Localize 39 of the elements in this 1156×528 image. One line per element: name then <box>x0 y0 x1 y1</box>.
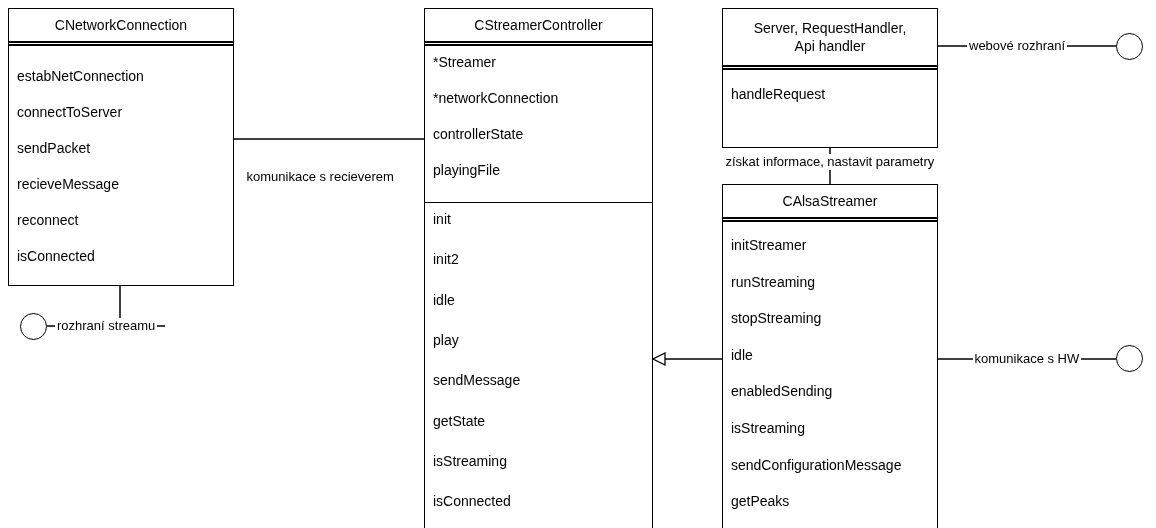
class-member: handleRequest <box>731 85 826 103</box>
class-member: *Streamer <box>433 53 497 71</box>
class-member: getState <box>433 411 486 430</box>
class-member: init2 <box>433 250 459 269</box>
class-member: runStreaming <box>731 272 816 291</box>
class-member: getPeaks <box>731 492 790 511</box>
class-member: playingFile <box>433 161 500 179</box>
class-member: isConnected <box>433 492 511 511</box>
class-member: sendMessage <box>433 371 521 390</box>
class-member: isStreaming <box>731 419 805 437</box>
class-member: connectToServer <box>17 103 123 121</box>
class-member: idle <box>731 345 753 364</box>
class-box <box>722 8 938 148</box>
class-member: estabNetConnection <box>17 67 144 85</box>
class-member: controllerState <box>433 125 524 143</box>
class-member: recieveMessage <box>17 175 119 193</box>
class-member: sendConfigurationMessage <box>731 455 902 474</box>
generalization-arrow <box>652 352 723 366</box>
class-member: isConnected <box>17 247 95 265</box>
class-member: init <box>433 210 451 228</box>
class-member: isStreaming <box>433 451 507 470</box>
interface-circle <box>20 313 47 340</box>
interface-circle <box>1116 345 1143 372</box>
class-name: Server, RequestHandler, Api handler <box>752 19 908 55</box>
class-member: stopStreaming <box>731 309 822 328</box>
class-member: enabledSending <box>731 382 833 401</box>
interface-circle <box>1116 33 1143 60</box>
class-member: reconnect <box>17 211 79 229</box>
class-name: CNetworkConnection <box>53 16 189 34</box>
class-member: play <box>433 330 459 349</box>
class-member: initStreamer <box>731 236 807 254</box>
class-member: *networkConnection <box>433 89 559 107</box>
connector-line <box>233 138 425 140</box>
class-box <box>424 8 653 528</box>
class-name: CAlsaStreamer <box>781 192 879 210</box>
edge-label: získat informace, nastavit parametry <box>723 154 937 170</box>
class-member: idle <box>433 290 455 309</box>
class-name: CStreamerController <box>473 16 604 34</box>
class-member: sendPacket <box>17 139 91 157</box>
